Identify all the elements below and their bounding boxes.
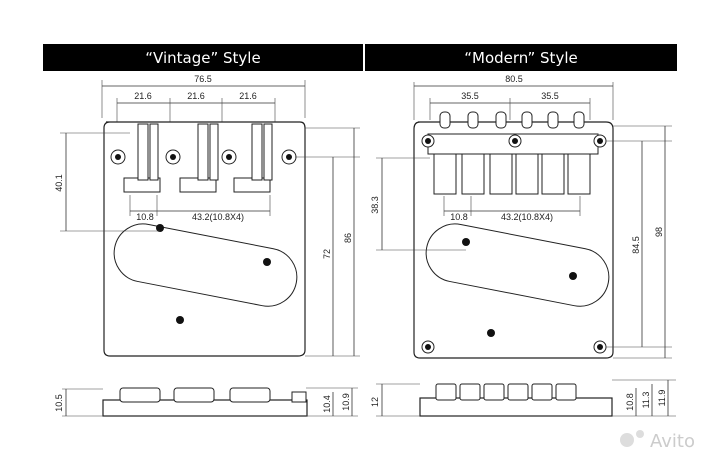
vintage-total-spacing: 43.2(10.8X4) [192,212,244,222]
modern-height-38: 38.3 [370,196,380,214]
modern-drawing: 80.5 35.5 35.5 [370,74,676,417]
vintage-side-height: 10.5 [54,394,64,412]
modern-spacing-1: 35.5 [461,91,479,101]
vintage-saddles [123,123,273,193]
vintage-drawing: 76.5 21.6 21.6 21.6 [54,74,360,417]
modern-side-1: 10.8 [625,393,635,411]
vintage-spacing-1: 21.6 [134,91,152,101]
modern-side-2: 11.3 [641,392,651,409]
modern-width-label: 80.5 [505,74,523,84]
modern-side-3: 11.9 [657,390,667,407]
modern-height-98: 98 [654,227,664,237]
vintage-small-spacing: 10.8 [136,212,154,222]
vintage-height-40: 40.1 [54,174,64,192]
vintage-pickup-slot [113,223,298,307]
avito-watermark: Avito [620,430,695,452]
vintage-spacing-2: 21.6 [187,91,205,101]
modern-style-title: “Modern” Style [365,44,677,71]
watermark-text: Avito [650,431,695,452]
modern-side-plate [419,397,613,417]
vintage-side-2: 10.9 [341,393,351,411]
modern-small-spacing: 10.8 [450,212,468,222]
vintage-side-1: 10.4 [322,395,332,413]
vintage-height-86: 86 [343,233,353,243]
modern-side-height: 12 [370,397,380,407]
vintage-spacing-3: 21.6 [239,91,257,101]
modern-height-84: 84.5 [631,236,641,254]
modern-total-spacing: 43.2(10.8X4) [501,212,553,222]
vintage-style-title: “Vintage” Style [43,44,363,71]
modern-spacing-2: 35.5 [541,91,559,101]
modern-pickup-slot [425,223,610,307]
vintage-height-72: 72 [322,249,332,259]
vintage-width-label: 76.5 [194,74,212,84]
